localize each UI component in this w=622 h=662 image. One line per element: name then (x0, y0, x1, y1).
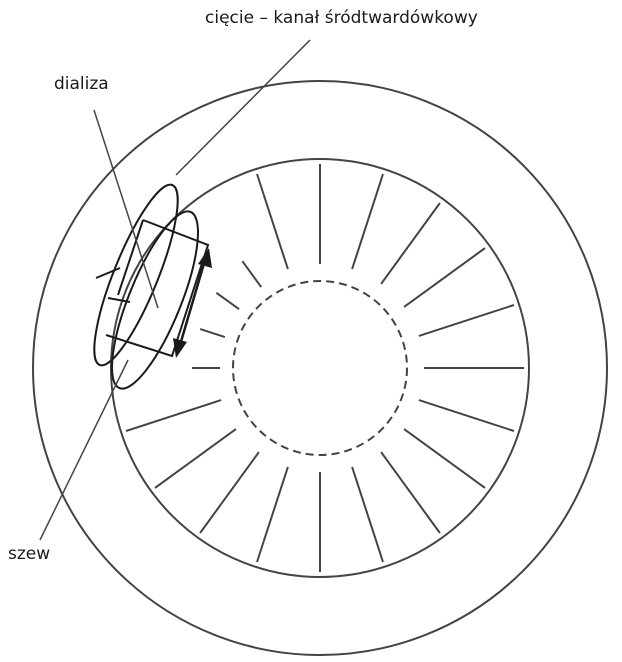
arrow-head-top (198, 248, 212, 268)
suture-stitch-2 (96, 268, 120, 278)
radial-line (381, 203, 440, 284)
radial-line (242, 261, 261, 287)
radial-line (352, 174, 383, 269)
suture-stitch-1 (118, 220, 143, 295)
suture-label: szew (8, 546, 50, 563)
radial-line (200, 329, 225, 337)
radial-line (352, 467, 383, 562)
radial-line (216, 293, 239, 309)
dashed-center-circle (233, 281, 407, 455)
leader-dialysis (94, 110, 158, 308)
leader-suture (40, 360, 128, 540)
radial-line (126, 400, 221, 431)
radial-lines (126, 164, 524, 572)
leader-incision (176, 40, 310, 175)
radial-line (200, 452, 259, 533)
radial-line (381, 452, 440, 533)
incision-group (79, 177, 214, 398)
dialysis-label: dializa (54, 76, 109, 93)
radial-line (404, 429, 485, 488)
radial-line (257, 467, 288, 562)
radial-line (404, 248, 485, 307)
incision-label: cięcie – kanał śródtwardówkowy (205, 10, 478, 27)
radial-line (257, 174, 288, 269)
double-arrow (173, 248, 212, 358)
radial-line (419, 400, 514, 431)
radial-line (155, 429, 236, 488)
radial-line (419, 305, 514, 336)
arrow-head-bottom (173, 338, 187, 358)
